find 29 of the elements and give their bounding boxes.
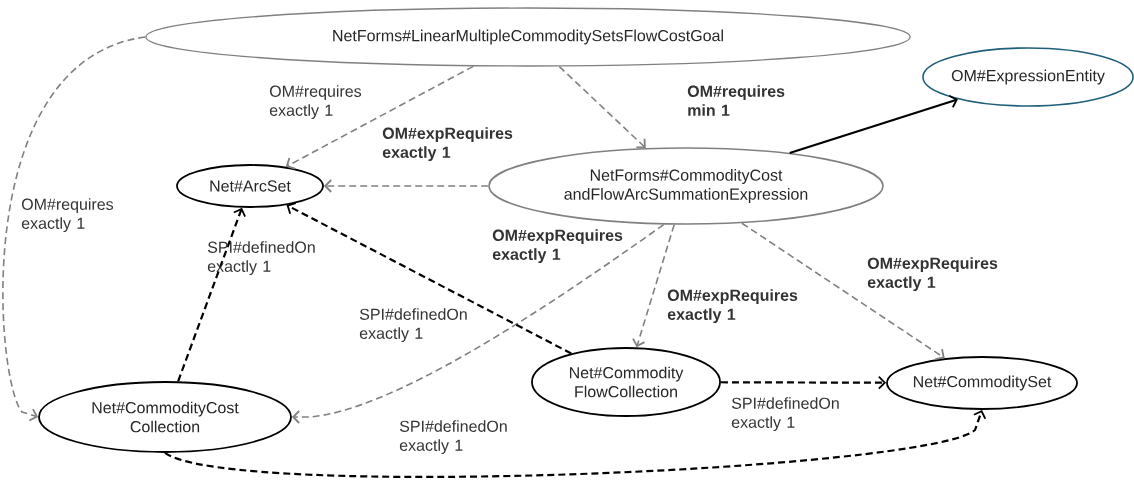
edge-label: OM#requires min 1 <box>687 85 785 116</box>
edge-label: OM#requires exactly 1 <box>21 198 114 233</box>
ellipse-node: NetForms#LinearMultipleCommoditySetsFlowCostGoal <box>145 7 911 67</box>
arrow <box>164 409 987 478</box>
arrow <box>291 223 665 424</box>
arrow <box>720 375 887 390</box>
ellipse-node: OM#ExpressionEntity <box>922 47 1134 107</box>
arrow <box>632 223 675 348</box>
edge-label: OM#requires exactly 1 <box>269 85 362 120</box>
arrow <box>323 179 489 193</box>
edge-label: SPI#definedOn exactly 1 <box>207 241 315 276</box>
arrow <box>558 65 646 149</box>
ellipse-node: Net#Commodity FlowCollection <box>531 347 721 417</box>
edge-label: SPI#definedOn exactly 1 <box>359 308 467 343</box>
ellipse-node: NetForms#CommodityCost andFlowArcSummationExpression <box>488 147 884 225</box>
edge-label: OM#expRequires exactly 1 <box>667 289 798 324</box>
edge-label: OM#expRequires exactly 1 <box>492 229 623 264</box>
ellipse-node: Net#CommodityCost Collection <box>38 381 292 453</box>
arrow <box>789 94 958 154</box>
ellipse-node: Net#CommoditySet <box>886 356 1078 410</box>
arrow <box>2 36 147 422</box>
edge-label: SPI#definedOn exactly 1 <box>731 397 839 432</box>
arrow <box>285 65 475 170</box>
ellipse-node: Net#ArcSet <box>176 164 324 208</box>
edge-label: OM#expRequires exactly 1 <box>867 257 998 292</box>
arrow <box>741 222 945 361</box>
arrow <box>177 207 246 382</box>
arrow <box>286 202 572 355</box>
edge-label: SPI#definedOn exactly 1 <box>399 420 507 455</box>
